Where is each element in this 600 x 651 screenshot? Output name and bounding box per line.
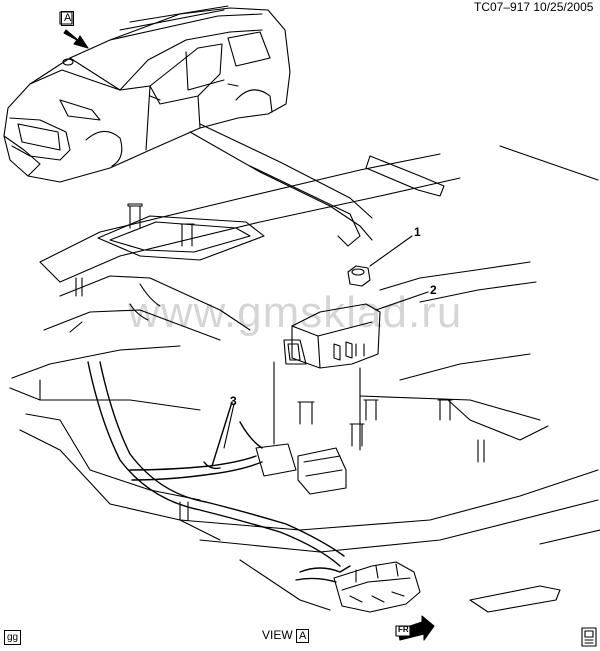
wiring-harness: [87, 361, 351, 583]
corner-symbol-icon: [581, 627, 597, 647]
nut-part: [347, 235, 413, 287]
vehicle-locator: [3, 5, 291, 183]
reference-number: TC07–917 10/25/2005: [474, 0, 594, 14]
callout-2: 2: [430, 283, 437, 297]
leader-line-3: [223, 403, 235, 449]
front-label: FRT: [398, 625, 414, 634]
callout-1: 1: [414, 225, 421, 239]
view-prefix: VIEW: [262, 628, 293, 642]
watermark: www.gmsklad.ru: [128, 288, 463, 337]
control-module: [283, 291, 429, 369]
direction-arrow-icon: [59, 11, 89, 49]
roof-panel: [9, 123, 600, 613]
connector-part: [255, 361, 361, 495]
callout-3: 3: [230, 394, 237, 408]
view-marker: A: [61, 11, 75, 26]
view-label: VIEW A: [262, 628, 310, 643]
page-code: gg: [4, 630, 22, 645]
front-arrow-icon: [395, 615, 435, 641]
junction-block: [333, 561, 421, 613]
view-letter: A: [296, 629, 310, 643]
